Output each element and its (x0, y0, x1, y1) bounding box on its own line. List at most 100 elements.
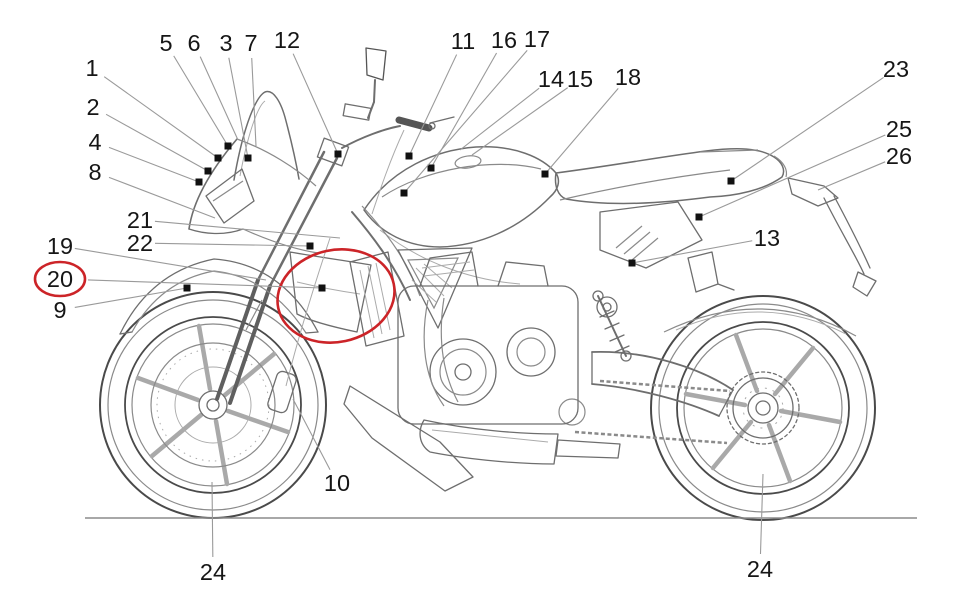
rear-wheel (650, 295, 876, 521)
callout-6-label: 6 (187, 30, 200, 56)
callout-10: 10 (292, 398, 350, 496)
callout-2-label: 2 (86, 94, 99, 120)
callout-12: 12 (274, 27, 342, 158)
callout-1: 1 (85, 55, 222, 162)
callout-3-leader-line (228, 57, 249, 159)
callout-19-label: 19 (47, 233, 73, 259)
callout-7-leader-line (251, 57, 257, 147)
callout-7: 7 (244, 30, 258, 147)
callout-8-label: 8 (88, 159, 101, 185)
callout-1-label: 1 (85, 55, 98, 81)
callout-4-marker (195, 178, 203, 186)
highlight-ellipse-2 (276, 248, 396, 344)
front-end (119, 47, 455, 405)
callout-18-leader-line (544, 88, 619, 175)
callout-24-rear-leader-line (759, 473, 764, 555)
callout-24-front-label: 24 (200, 559, 226, 585)
callout-18: 18 (541, 64, 641, 178)
callout-22-marker (306, 242, 314, 250)
callout-22: 22 (127, 230, 314, 256)
callout-14: 14 (459, 66, 564, 151)
callout-16-marker (427, 164, 435, 172)
callout-12-marker (334, 150, 342, 158)
callout-19: 19 (47, 233, 267, 281)
callout-10-label: 10 (324, 470, 350, 496)
callout-15-leader-line (471, 87, 569, 156)
callout-7-label: 7 (244, 30, 257, 56)
callout-17: 17 (400, 26, 550, 197)
callout-25: 25 (695, 116, 912, 221)
callout-1-marker (214, 154, 222, 162)
callout-23-leader-line (730, 76, 884, 182)
callout-20-leader-line (87, 279, 323, 289)
callout-25-marker (695, 213, 703, 221)
callout-18-label: 18 (615, 64, 641, 90)
callout-9-label: 9 (53, 297, 66, 323)
callout-5-label: 5 (159, 30, 172, 56)
bodywork (289, 146, 877, 333)
callout-5-leader-line (173, 55, 229, 147)
callout-11-label: 11 (451, 28, 475, 54)
callout-8-leader-line (108, 176, 216, 219)
callout-11-marker (405, 152, 413, 160)
motorcycle-illustration (99, 47, 877, 521)
callout-9: 9 (53, 284, 191, 323)
callout-1-leader-line (103, 76, 219, 159)
callout-11: 11 (405, 28, 475, 160)
highlight-layer (33, 248, 396, 344)
callout-4-label: 4 (88, 129, 101, 155)
callout-25-label: 25 (886, 116, 912, 142)
callout-24-rear-label: 24 (747, 556, 773, 582)
highlight-ellipse-1 (33, 260, 87, 298)
engine (343, 205, 621, 492)
callout-23-marker (727, 177, 735, 185)
callout-16-label: 16 (491, 27, 517, 53)
callout-14-label: 14 (538, 66, 564, 92)
callout-20-label: 20 (47, 266, 73, 292)
callout-23: 23 (727, 56, 909, 185)
callout-17-leader-line (403, 49, 528, 194)
callout-2-leader-line (105, 113, 209, 172)
callout-21-leader-line (154, 220, 341, 239)
callout-13-label: 13 (754, 225, 780, 251)
callout-4-leader-line (108, 146, 200, 183)
callout-9-leader-line (74, 287, 188, 308)
callout-3-marker (244, 154, 252, 162)
callout-6-leader-line (199, 56, 239, 141)
callout-13-leader-line (631, 240, 753, 264)
callout-23-label: 23 (883, 56, 909, 82)
callout-20-marker (318, 284, 326, 292)
callout-20: 20 (47, 266, 326, 292)
callout-25-leader-line (698, 134, 886, 218)
callout-26-label: 26 (886, 143, 912, 169)
callout-10-leader-line (292, 398, 331, 470)
rear-end (558, 290, 857, 445)
callout-12-label: 12 (274, 27, 300, 53)
callout-15: 15 (471, 66, 593, 156)
callout-9-marker (183, 284, 191, 292)
callout-24-rear: 24 (747, 473, 773, 582)
callout-24-front: 24 (200, 481, 226, 585)
callout-13: 13 (628, 225, 780, 267)
callout-22-label: 22 (127, 230, 153, 256)
callout-21-label: 21 (127, 207, 153, 233)
callout-17-marker (400, 189, 408, 197)
callout-2: 2 (86, 94, 212, 175)
callout-24-front-leader-line (211, 481, 214, 558)
callout-3: 3 (219, 30, 252, 162)
callout-12-leader-line (292, 53, 339, 155)
callout-5-marker (224, 142, 232, 150)
callout-6: 6 (187, 30, 239, 141)
callout-15-label: 15 (567, 66, 593, 92)
callout-8: 8 (88, 159, 216, 219)
callout-2-marker (204, 167, 212, 175)
callout-22-leader-line (154, 242, 311, 247)
callout-26-leader-line (817, 161, 886, 191)
callout-3-label: 3 (219, 30, 232, 56)
callout-13-marker (628, 259, 636, 267)
callout-4: 4 (88, 129, 203, 186)
callout-18-marker (541, 170, 549, 178)
front-wheel (99, 291, 327, 519)
